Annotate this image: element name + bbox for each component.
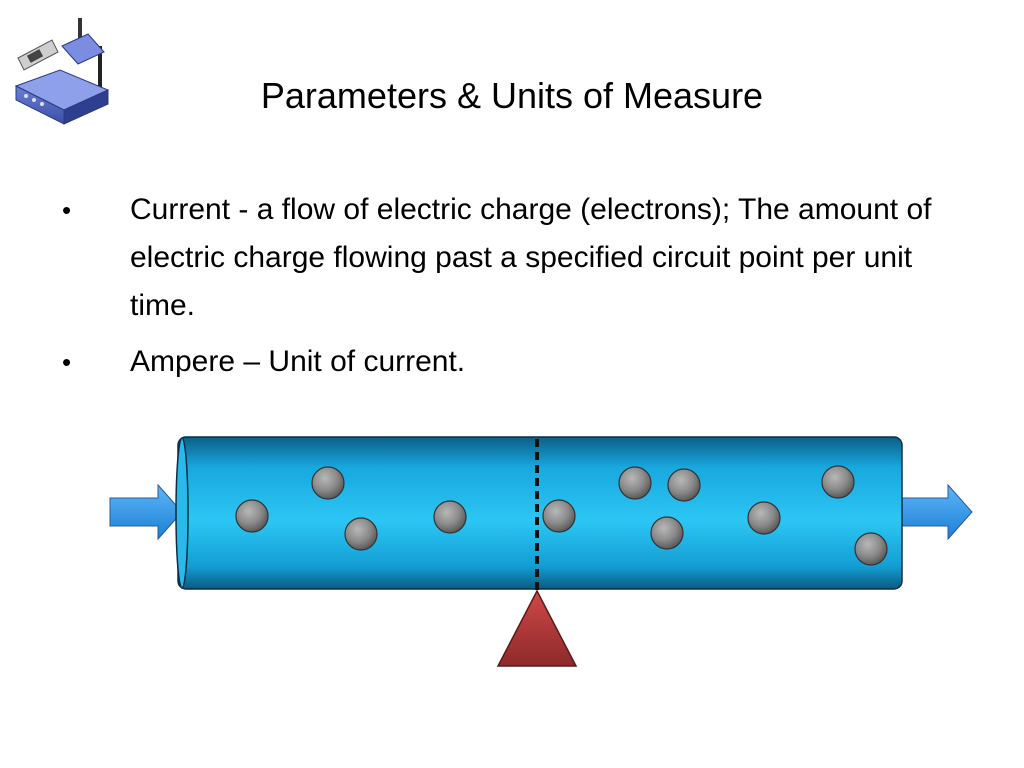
fulcrum-triangle-icon [496, 589, 578, 667]
electron [344, 517, 378, 551]
bullet-item: • Ampere – Unit of current. [58, 338, 958, 386]
electron [747, 501, 781, 535]
electron-flow-diagram [100, 425, 980, 675]
bullet-marker: • [62, 195, 72, 225]
page-title: Parameters & Units of Measure [260, 75, 764, 116]
electron [650, 516, 684, 550]
electron [821, 465, 855, 499]
bullet-marker: • [62, 347, 72, 377]
electron [433, 500, 467, 534]
electron [542, 499, 576, 533]
bullet-text-current: Current - a flow of electric charge (ele… [130, 193, 932, 322]
router-logo [12, 12, 112, 132]
flow-arrow-out-icon [899, 483, 973, 541]
bullet-item: • Current - a flow of electric charge (e… [58, 186, 958, 330]
electrons [235, 465, 888, 566]
flow-arrow-in-icon [109, 483, 183, 541]
bullet-text-ampere: Ampere – Unit of current. [130, 345, 466, 378]
electron [235, 499, 269, 533]
electron [311, 466, 345, 500]
electron [618, 466, 652, 500]
wireless-router-icon [14, 18, 110, 125]
conductor-tube [177, 436, 903, 590]
electron-flow-tube [109, 436, 973, 667]
bullet-list: • Current - a flow of electric charge (e… [58, 186, 958, 394]
electron [667, 468, 701, 502]
electron [854, 532, 888, 566]
